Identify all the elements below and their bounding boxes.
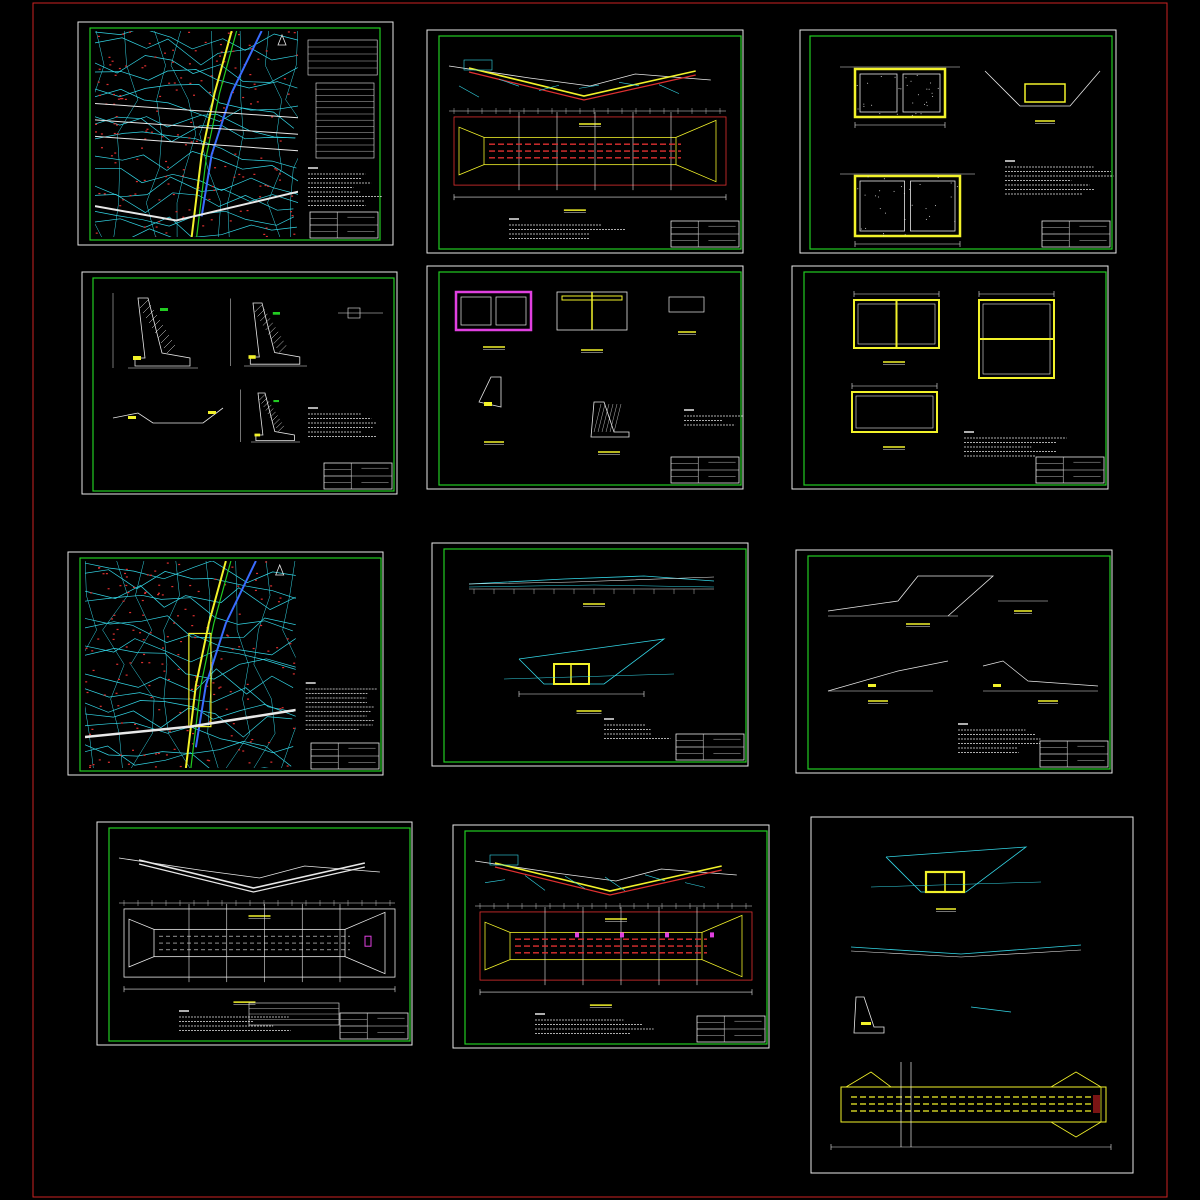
notes-block [308, 407, 377, 437]
drawing-sheet-s6 [791, 265, 1109, 490]
view-caption [589, 1004, 612, 1008]
view-caption [906, 623, 930, 627]
notes-block [964, 431, 1067, 457]
view-caption [605, 918, 627, 922]
title-block [670, 456, 740, 484]
title-block [675, 733, 745, 761]
title-block [309, 211, 379, 239]
title-block [339, 1012, 409, 1040]
view-caption [576, 710, 602, 714]
retaining-wall-section [112, 293, 198, 369]
view-caption [883, 446, 905, 450]
box-rebar-layout [978, 291, 1055, 379]
topographic-map [85, 561, 296, 768]
topographic-map [95, 31, 298, 237]
rebar-box-section [454, 290, 533, 332]
notes-block [604, 718, 671, 739]
drawing-sheet-s4 [81, 271, 398, 495]
channel-cross-section [503, 638, 675, 697]
retaining-wall-section [240, 389, 300, 443]
notes-block [684, 409, 743, 426]
title-block [1039, 740, 1109, 768]
view-caption [483, 346, 505, 350]
drawing-sheet-s9 [795, 549, 1113, 774]
title-block [696, 1015, 766, 1043]
view-caption [484, 441, 504, 445]
view-caption [678, 331, 696, 335]
view-caption [583, 603, 605, 607]
view-caption [248, 915, 271, 919]
drawing-sheet-s5 [426, 265, 744, 490]
view-caption [563, 209, 586, 213]
view-caption [233, 1001, 256, 1005]
combined-cross-section [870, 846, 1042, 894]
notes-block [305, 682, 378, 730]
drawing-sheet-s12 [810, 816, 1134, 1174]
notes-block [308, 167, 382, 206]
notes-block [1005, 160, 1114, 195]
drawing-sheet-s3 [799, 29, 1117, 254]
outer-drawing-border [32, 2, 1168, 1198]
drawing-sheet-s7 [67, 551, 384, 776]
view-caption [1014, 610, 1032, 614]
drawing-sheet-s8 [431, 542, 749, 767]
box-culvert-section [840, 66, 960, 128]
title-block [1035, 456, 1105, 484]
title-block [1041, 220, 1111, 248]
notes-block [509, 218, 626, 239]
view-caption [1035, 120, 1055, 124]
drawing-sheet-s10 [96, 821, 413, 1046]
view-caption [883, 361, 905, 365]
slope-cross-sections [827, 575, 1099, 692]
view-caption [936, 908, 956, 912]
box-culvert-section [840, 173, 975, 247]
notes-block [535, 1013, 654, 1034]
view-caption [868, 700, 888, 704]
title-block [310, 742, 380, 770]
box-rebar-layout [851, 383, 938, 433]
drawing-sheet-s2 [426, 29, 744, 254]
notes-block [179, 1010, 291, 1031]
view-caption [598, 451, 620, 455]
box-rebar-layout [853, 291, 940, 349]
drawing-sheet-s1 [77, 21, 394, 246]
title-block [323, 462, 393, 490]
view-caption [579, 123, 601, 127]
title-block [670, 220, 740, 248]
drawing-sheet-s11 [452, 824, 770, 1049]
view-caption [1038, 700, 1058, 704]
retaining-wall-section [230, 298, 307, 367]
notes-block [958, 723, 1041, 753]
view-caption [581, 349, 603, 353]
